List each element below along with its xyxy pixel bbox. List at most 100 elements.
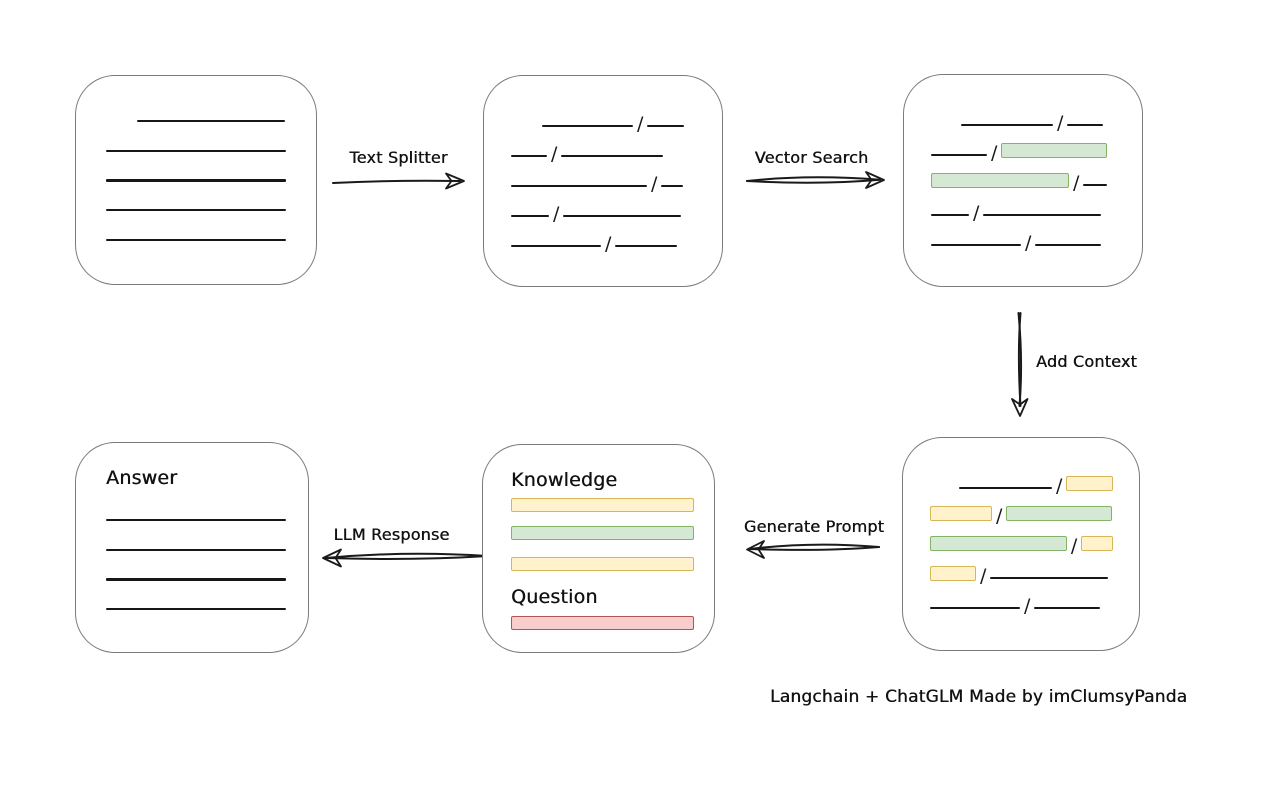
context-chunks-rows: / / / / / xyxy=(903,438,1139,617)
chunk-separator-slash: / xyxy=(637,113,644,135)
chunk-row: / xyxy=(931,216,1116,254)
text-line xyxy=(106,179,286,182)
vector-search-arrow xyxy=(746,171,885,189)
text-line xyxy=(931,213,969,216)
chunk-separator-slash: / xyxy=(553,203,560,225)
text-splitter-arrow xyxy=(332,172,465,190)
chunk-separator-slash: / xyxy=(1057,112,1064,134)
answer-content: Answer xyxy=(76,443,308,611)
text-line xyxy=(931,153,987,156)
yellow-highlight-chip xyxy=(930,506,992,521)
chunk-separator-slash: / xyxy=(1073,172,1080,194)
text-splitter-arrow-label: Text Splitter xyxy=(349,148,448,167)
vector-search-result-box: / / / / / xyxy=(903,74,1143,287)
green-highlight-chip xyxy=(1006,506,1113,521)
split-chunks-box: / / / / / xyxy=(483,75,723,287)
chunk-separator-slash: / xyxy=(605,233,612,255)
text-line xyxy=(983,213,1102,216)
chunk-row: / xyxy=(511,127,696,165)
text-line xyxy=(106,548,286,551)
text-line xyxy=(615,244,678,247)
green-highlight-chip xyxy=(931,173,1069,188)
answer-box: Answer xyxy=(75,442,309,653)
knowledge-bars xyxy=(511,498,694,571)
yellow-bar xyxy=(511,498,694,512)
document-box xyxy=(75,75,317,285)
llm-response-arrow-label: LLM Response xyxy=(333,525,450,544)
chunk-separator-slash: / xyxy=(973,202,980,224)
text-line xyxy=(961,123,1053,126)
chunk-row: / xyxy=(930,489,1113,527)
chunk-row: / xyxy=(931,156,1116,194)
text-line xyxy=(1035,243,1102,246)
chunk-row: / xyxy=(511,187,696,225)
chunk-row: / xyxy=(511,217,696,255)
text-line xyxy=(563,214,682,217)
text-line xyxy=(1067,123,1104,126)
chunk-row: / xyxy=(930,579,1113,617)
yellow-bar xyxy=(511,557,694,571)
vector-search-result-rows: / / / / / xyxy=(904,75,1142,254)
credit-caption: Langchain + ChatGLM Made by imClumsyPand… xyxy=(770,687,1188,707)
green-bar xyxy=(511,526,694,540)
text-line xyxy=(511,184,647,187)
text-line xyxy=(106,519,286,522)
text-line xyxy=(106,238,286,241)
context-chunks-box: / / / / / xyxy=(902,437,1140,651)
text-line xyxy=(990,576,1109,579)
chunk-separator-slash: / xyxy=(1024,595,1031,617)
chunk-separator-slash: / xyxy=(1070,535,1078,557)
text-line xyxy=(661,184,684,187)
text-line xyxy=(542,124,633,127)
green-highlight-chip xyxy=(1001,143,1108,158)
text-line xyxy=(1034,606,1101,609)
generate-prompt-arrow xyxy=(746,540,880,559)
question-bars xyxy=(511,616,694,630)
green-highlight-chip xyxy=(930,536,1067,551)
text-line xyxy=(137,120,285,123)
question-heading: Question xyxy=(511,586,598,608)
prompt-content: Knowledge Question xyxy=(483,445,714,630)
text-line xyxy=(1083,183,1108,186)
text-line xyxy=(106,149,286,152)
text-line xyxy=(106,578,286,581)
chunk-row: / xyxy=(930,549,1113,587)
text-line xyxy=(106,608,286,611)
chunk-separator-slash: / xyxy=(1025,232,1032,254)
add-context-arrow xyxy=(1011,312,1029,417)
text-line xyxy=(647,124,685,127)
vector-search-arrow-label: Vector Search xyxy=(754,148,869,167)
chunk-separator-slash: / xyxy=(1055,475,1063,497)
text-line xyxy=(561,154,664,157)
prompt-box: Knowledge Question xyxy=(482,444,715,653)
text-line xyxy=(958,486,1052,489)
answer-lines xyxy=(106,519,286,611)
yellow-highlight-chip xyxy=(1066,476,1113,491)
text-line xyxy=(511,214,549,217)
chunk-row: / xyxy=(931,186,1116,224)
chunk-row: / xyxy=(511,97,696,135)
split-chunks-rows: / / / / / xyxy=(484,76,722,255)
yellow-highlight-chip xyxy=(930,566,976,581)
chunk-separator-slash: / xyxy=(551,143,558,165)
chunk-row: / xyxy=(930,519,1113,557)
chunk-separator-slash: / xyxy=(991,142,998,164)
text-line xyxy=(511,154,547,157)
add-context-arrow-label: Add Context xyxy=(1036,352,1137,371)
chunk-separator-slash: / xyxy=(980,565,987,587)
chunk-row: / xyxy=(930,459,1113,497)
generate-prompt-arrow-label: Generate Prompt xyxy=(743,517,885,536)
knowledge-heading: Knowledge xyxy=(511,469,618,491)
chunk-row: / xyxy=(931,96,1116,134)
llm-response-arrow xyxy=(322,548,489,568)
chunk-separator-slash: / xyxy=(996,505,1003,527)
chunk-row: / xyxy=(931,126,1116,164)
answer-heading: Answer xyxy=(106,467,178,489)
text-line xyxy=(106,209,286,212)
text-line xyxy=(931,243,1021,246)
text-line xyxy=(511,244,601,247)
document-lines xyxy=(76,76,316,241)
chunk-row: / xyxy=(511,157,696,195)
chunk-separator-slash: / xyxy=(651,173,658,195)
